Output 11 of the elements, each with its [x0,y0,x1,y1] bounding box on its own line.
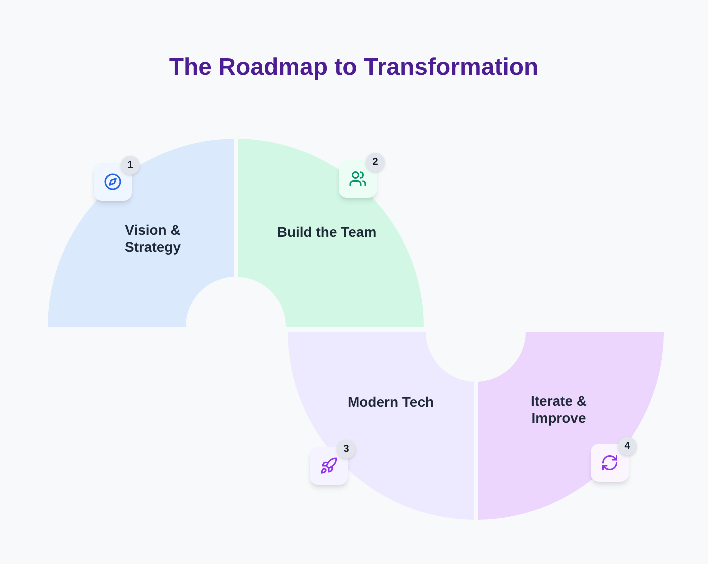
step-label: Iterate & Improve [530,393,588,427]
roadmap-segment [288,332,476,520]
title: The Roadmap to Transformation [169,53,539,83]
step-number-badge: 2 [366,153,385,172]
step-number-badge: 1 [121,156,140,175]
step-label: Build the Team [277,224,377,241]
roadmap-segment [48,139,236,327]
roadmap-segment [236,139,424,327]
roadmap-segment [476,332,664,520]
step-label: Modern Tech [346,394,436,411]
step-label: Vision & Strategy [124,222,182,256]
